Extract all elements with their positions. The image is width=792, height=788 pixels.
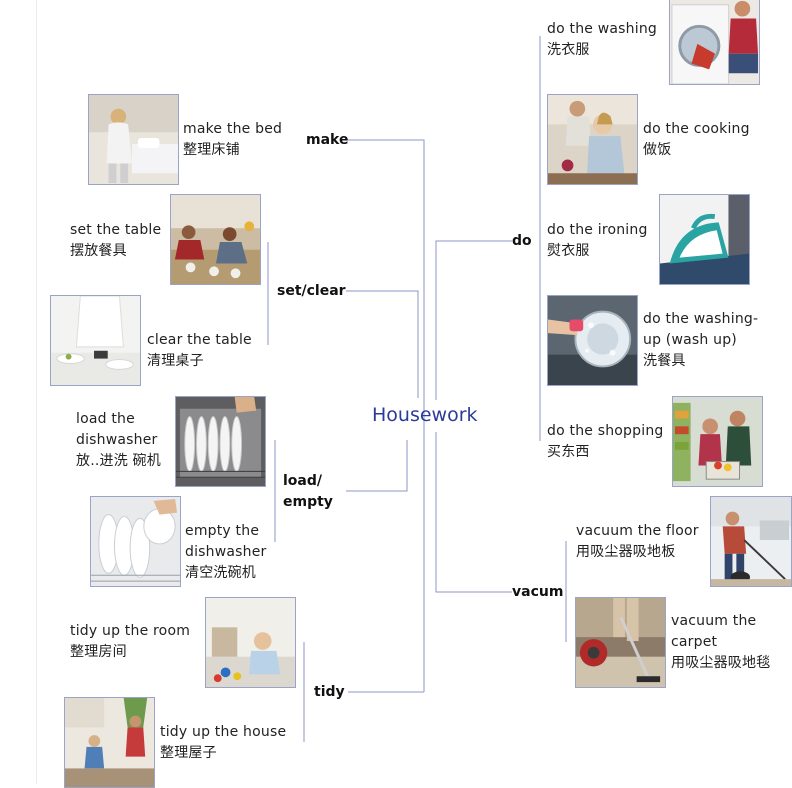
item-load-dishwasher-en-1: load the bbox=[76, 411, 135, 427]
item-vacuum-carpet-zh: 用吸尘器吸地毯 bbox=[671, 655, 771, 671]
make-bed-photo bbox=[88, 94, 179, 185]
item-load-dishwasher-en-2: dishwasher bbox=[76, 432, 158, 448]
item-washing-up-en-2: up (wash up) bbox=[643, 332, 737, 348]
item-do-cooking-en: do the cooking bbox=[643, 121, 750, 137]
item-clear-the-table: clear the table 清理桌子 bbox=[147, 330, 252, 372]
item-set-the-table-zh: 摆放餐具 bbox=[70, 243, 127, 259]
branch-do[interactable]: do bbox=[512, 231, 532, 252]
item-set-the-table: set the table 摆放餐具 bbox=[70, 220, 161, 262]
item-make-the-bed: make the bed 整理床铺 bbox=[183, 119, 282, 161]
item-do-the-ironing: do the ironing 熨衣服 bbox=[547, 220, 648, 262]
item-tidy-up-the-house: tidy up the house 整理屋子 bbox=[160, 722, 286, 764]
item-do-washing-en: do the washing bbox=[547, 21, 657, 37]
item-washing-up-en-1: do the washing- bbox=[643, 311, 759, 327]
item-do-the-shopping: do the shopping 买东西 bbox=[547, 421, 663, 463]
item-vacuum-carpet-en-1: vacuum the bbox=[671, 613, 757, 629]
item-set-the-table-en: set the table bbox=[70, 222, 162, 238]
item-tidy-house-en: tidy up the house bbox=[160, 724, 287, 740]
item-tidy-house-zh: 整理屋子 bbox=[160, 745, 217, 761]
item-tidy-room-en: tidy up the room bbox=[70, 623, 191, 639]
item-load-dishwasher-zh: 放..进洗 碗机 bbox=[76, 453, 161, 469]
link-set-clear bbox=[346, 290, 419, 398]
item-do-ironing-en: do the ironing bbox=[547, 222, 648, 238]
vacuum-floor-photo bbox=[710, 496, 792, 587]
branch-load-empty-line1: load/ bbox=[283, 473, 322, 489]
item-do-ironing-zh: 熨衣服 bbox=[547, 243, 590, 259]
ironing-photo bbox=[659, 194, 750, 285]
item-empty-the-dishwasher: empty the dishwasher 清空洗碗机 bbox=[185, 521, 267, 584]
shopping-photo bbox=[672, 396, 763, 487]
set-table-photo bbox=[170, 194, 261, 285]
central-topic[interactable]: Housework bbox=[372, 404, 478, 426]
item-do-shopping-en: do the shopping bbox=[547, 423, 664, 439]
washing-up-photo bbox=[547, 295, 638, 386]
vacuum-carpet-photo bbox=[575, 597, 666, 688]
item-empty-dishwasher-zh: 清空洗碗机 bbox=[185, 565, 256, 581]
item-do-shopping-zh: 买东西 bbox=[547, 444, 590, 460]
item-vacuum-floor-zh: 用吸尘器吸地板 bbox=[576, 544, 676, 560]
trunk-left bbox=[348, 139, 425, 692]
branch-tidy[interactable]: tidy bbox=[314, 682, 345, 703]
empty-dishwasher-photo bbox=[90, 496, 181, 587]
trunk-right-lower bbox=[435, 432, 512, 593]
link-load-empty bbox=[346, 440, 408, 492]
item-empty-dishwasher-en-1: empty the bbox=[185, 523, 260, 539]
item-do-washing-zh: 洗衣服 bbox=[547, 42, 590, 58]
item-vacuum-floor-en: vacuum the floor bbox=[576, 523, 699, 539]
tidy-house-photo bbox=[64, 697, 155, 788]
trunk-right bbox=[435, 240, 512, 400]
branch-load-empty-line2: empty bbox=[283, 494, 333, 510]
item-do-the-washing: do the washing 洗衣服 bbox=[547, 19, 657, 61]
item-make-the-bed-en: make the bed bbox=[183, 121, 283, 137]
item-vacuum-the-carpet: vacuum the carpet 用吸尘器吸地毯 bbox=[671, 611, 770, 674]
item-vacuum-the-floor: vacuum the floor 用吸尘器吸地板 bbox=[576, 521, 699, 563]
item-do-the-washing-up: do the washing- up (wash up) 洗餐具 bbox=[643, 309, 758, 372]
item-tidy-up-the-room: tidy up the room 整理房间 bbox=[70, 621, 190, 663]
branch-make[interactable]: make bbox=[306, 130, 349, 151]
item-washing-up-zh: 洗餐具 bbox=[643, 353, 686, 369]
item-clear-the-table-zh: 清理桌子 bbox=[147, 353, 204, 369]
item-empty-dishwasher-en-2: dishwasher bbox=[185, 544, 267, 560]
clear-table-photo bbox=[50, 295, 141, 386]
item-vacuum-carpet-en-2: carpet bbox=[671, 634, 718, 650]
branch-vacum[interactable]: vacum bbox=[512, 582, 564, 603]
load-dishwasher-photo bbox=[175, 396, 266, 487]
tidy-room-photo bbox=[205, 597, 296, 688]
item-do-the-cooking: do the cooking 做饭 bbox=[643, 119, 750, 161]
item-load-the-dishwasher: load the dishwasher 放..进洗 碗机 bbox=[76, 409, 161, 472]
item-make-the-bed-zh: 整理床铺 bbox=[183, 142, 240, 158]
item-tidy-room-zh: 整理房间 bbox=[70, 644, 127, 660]
cooking-photo bbox=[547, 94, 638, 185]
washing-machine-photo bbox=[669, 0, 760, 85]
branch-load-empty[interactable]: load/ empty bbox=[283, 471, 333, 513]
item-do-cooking-zh: 做饭 bbox=[643, 142, 672, 158]
branch-set-clear[interactable]: set/clear bbox=[277, 281, 346, 302]
item-clear-the-table-en: clear the table bbox=[147, 332, 252, 348]
page-margin-line bbox=[36, 0, 37, 784]
